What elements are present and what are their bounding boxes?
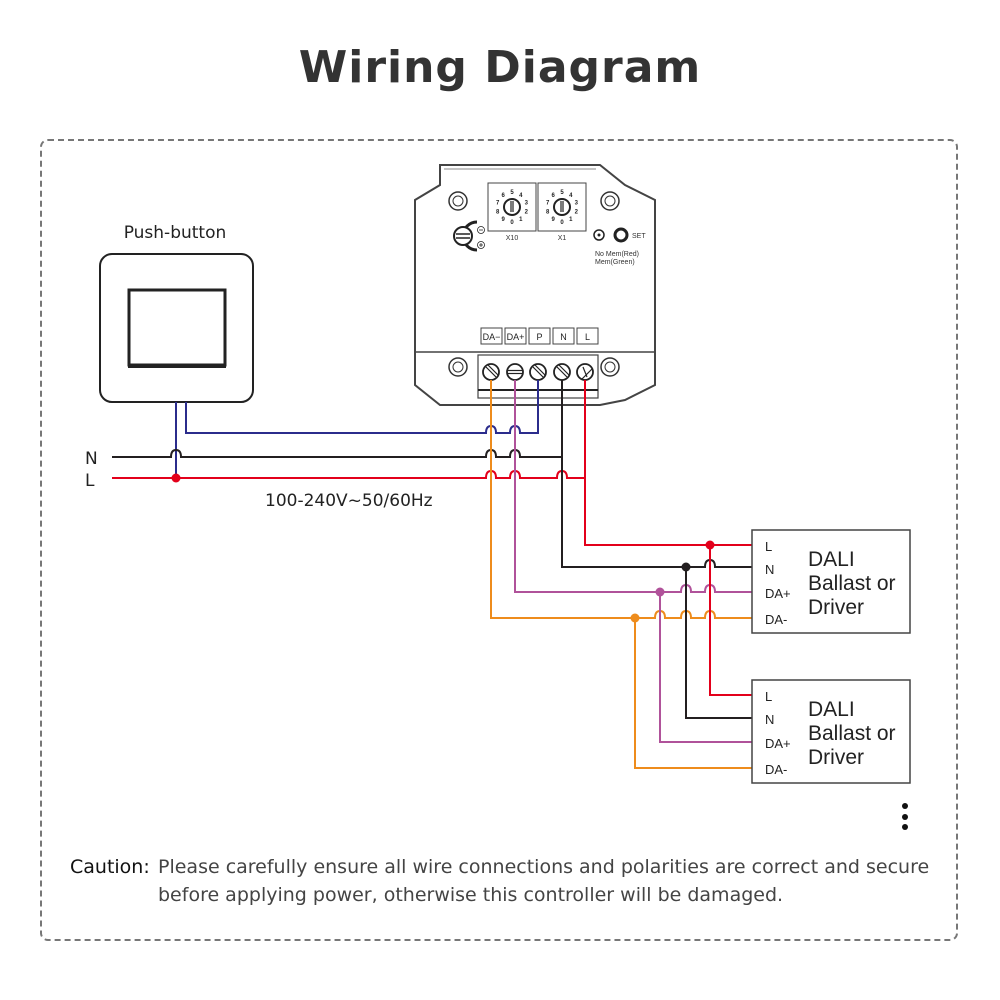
svg-text:DALI: DALI bbox=[808, 698, 855, 721]
wire-n-to-driver2 bbox=[685, 567, 757, 719]
led-label-mem: Mem(Green) bbox=[595, 259, 635, 266]
set-button[interactable] bbox=[613, 227, 629, 243]
dial-digit: 6 bbox=[502, 193, 506, 199]
dial-digit: 8 bbox=[546, 210, 550, 216]
dial-digit: 4 bbox=[569, 193, 573, 199]
dial-digit: 8 bbox=[496, 210, 500, 216]
dial-digit: 3 bbox=[575, 200, 579, 206]
driver2-pin-da-plus: DA+ bbox=[765, 736, 791, 751]
wire-l-to-driver1 bbox=[584, 380, 757, 546]
dial-digit: 6 bbox=[552, 193, 556, 199]
dial-digit: 5 bbox=[560, 190, 564, 196]
wire-l-to-driver2 bbox=[709, 545, 757, 696]
junction-dot bbox=[630, 613, 640, 623]
mains-n-label: N bbox=[85, 449, 98, 469]
driver1-pin-da-minus: DA- bbox=[765, 612, 787, 627]
dial-x10-label: X10 bbox=[506, 235, 519, 242]
driver2-pin-da-minus: DA- bbox=[765, 762, 787, 777]
dial-digit: 9 bbox=[552, 217, 556, 223]
junction-dot bbox=[705, 540, 715, 550]
dial-digit: 5 bbox=[510, 190, 514, 196]
mount-hole-icon bbox=[448, 191, 468, 211]
svg-text:Ballast or: Ballast or bbox=[808, 572, 896, 595]
mount-hole-icon bbox=[600, 191, 620, 211]
driver1-pin-n: N bbox=[765, 562, 774, 577]
svg-text:Driver: Driver bbox=[808, 596, 864, 619]
page-title: Wiring Diagram bbox=[298, 42, 702, 93]
terminal-screw-icon bbox=[482, 363, 500, 381]
driver2-pin-n: N bbox=[765, 712, 774, 727]
dial-digit: 3 bbox=[525, 200, 529, 206]
wire-da-minus-to-driver1 bbox=[490, 380, 757, 619]
voltage-label: 100-240V~50/60Hz bbox=[265, 491, 433, 511]
terminal-label: DA+ bbox=[507, 332, 525, 342]
terminal-label: N bbox=[560, 332, 567, 342]
driver1-pin-l: L bbox=[765, 539, 772, 554]
terminal-screw-icon bbox=[529, 363, 547, 381]
rotary-dial-x10-icon bbox=[503, 198, 521, 216]
wire-da-plus-to-driver2 bbox=[659, 592, 757, 743]
wire-n-to-driver1 bbox=[561, 380, 757, 568]
terminal-screw-icon bbox=[553, 363, 571, 381]
mount-hole-icon bbox=[600, 357, 620, 377]
svg-text:DALI: DALI bbox=[808, 548, 855, 571]
driver2-pin-l: L bbox=[765, 689, 772, 704]
mount-hole-icon bbox=[448, 357, 468, 377]
dial-digit: 9 bbox=[502, 217, 506, 223]
junction-dot bbox=[681, 562, 691, 572]
more-drivers-ellipsis-icon bbox=[902, 803, 908, 830]
caution-label: Caution: bbox=[70, 856, 150, 878]
terminal-label: P bbox=[536, 332, 542, 342]
led-label-no-mem: No Mem(Red) bbox=[595, 251, 639, 258]
dial-digit: 2 bbox=[575, 210, 579, 216]
status-led-icon bbox=[593, 229, 605, 241]
junction-dot bbox=[655, 587, 665, 597]
rotary-dial-x1-icon bbox=[553, 198, 571, 216]
terminal-screw-icon bbox=[576, 363, 594, 381]
terminal-label: L bbox=[585, 332, 590, 342]
dial-digit: 0 bbox=[560, 220, 564, 226]
dial-digit: 7 bbox=[546, 200, 550, 206]
diagram-frame bbox=[40, 139, 958, 941]
dial-digit: 4 bbox=[519, 193, 523, 199]
wire-da-minus-to-driver2 bbox=[634, 618, 757, 769]
svg-text:Driver: Driver bbox=[808, 746, 864, 769]
wire-push-button-p bbox=[185, 380, 539, 434]
dial-digit: 2 bbox=[525, 210, 529, 216]
push-button-switch bbox=[99, 253, 254, 403]
dial-digit: 1 bbox=[569, 217, 573, 223]
potentiometer-icon bbox=[453, 220, 485, 252]
mains-l-label: L bbox=[85, 471, 95, 491]
set-label: SET bbox=[632, 233, 646, 240]
terminal-screw-icon bbox=[506, 363, 524, 381]
caution-note: Caution: Please carefully ensure all wir… bbox=[70, 853, 950, 906]
caution-text: Please carefully ensure all wire connect… bbox=[158, 856, 930, 906]
wire-da-plus-to-driver1 bbox=[514, 380, 757, 593]
dali-driver-2: DALI Ballast or Driver L N DA+ DA- bbox=[751, 679, 911, 784]
driver1-pin-da-plus: DA+ bbox=[765, 586, 791, 601]
dial-x1-label: X1 bbox=[558, 235, 567, 242]
dali-driver-1: DALI Ballast or Driver L N DA+ DA- bbox=[751, 529, 911, 634]
junction-dot bbox=[171, 473, 181, 483]
svg-text:Ballast or: Ballast or bbox=[808, 722, 896, 745]
dial-digit: 0 bbox=[510, 220, 514, 226]
terminal-label: DA− bbox=[483, 332, 501, 342]
push-button-label: Push-button bbox=[124, 223, 227, 243]
dial-digit: 7 bbox=[496, 200, 500, 206]
wire-mains-n bbox=[112, 448, 562, 458]
dial-digit: 1 bbox=[519, 217, 523, 223]
